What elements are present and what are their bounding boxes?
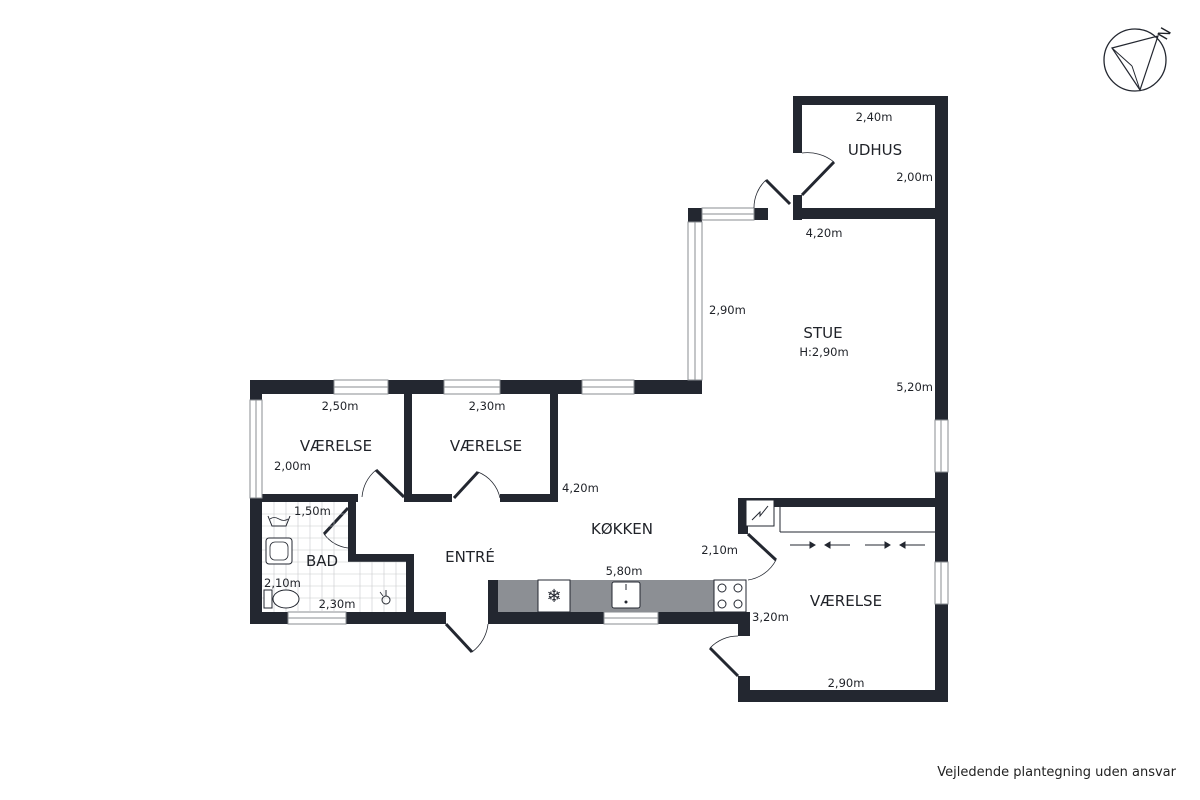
labels: UDHUS 2,40m 2,00m STUE H:2,90m 4,20m 2,9… <box>264 110 933 690</box>
wall-bad-right-lower <box>406 554 414 624</box>
dim-vaerelse-1-width: 2,50m <box>322 399 359 413</box>
dim-bad-bottom: 2,30m <box>319 597 356 611</box>
wall-vaerelse3-left-upper <box>738 498 748 534</box>
disclaimer-text: Vejledende plantegning uden ansvar <box>937 765 1176 780</box>
dim-koekken-right: 2,10m <box>701 543 738 557</box>
door-vaerelse3-lower <box>708 646 740 678</box>
room-label-udhus: UDHUS <box>848 141 902 159</box>
wall-vaerelse2-bottom-left <box>404 494 452 502</box>
room-label-vaerelse-2: VÆRELSE <box>450 437 522 455</box>
wall-west-top <box>250 380 262 400</box>
dim-vaerelse-1-depth: 2,00m <box>274 459 311 473</box>
wall-vaerelse1-bottom <box>262 494 358 502</box>
wall-north-1 <box>250 380 334 394</box>
dim-bad-left: 2,10m <box>264 576 301 590</box>
wardrobe <box>745 499 935 549</box>
shower-drain-icon <box>381 595 391 605</box>
door-bad <box>322 506 350 536</box>
walls <box>250 96 948 702</box>
wall-vaerelse-divider <box>404 394 412 502</box>
wall-south-1 <box>250 612 288 624</box>
wall-vaerelse3-left-mid <box>738 612 750 636</box>
dim-vaerelse-3-bottom: 2,90m <box>828 676 865 690</box>
room-label-vaerelse-3: VÆRELSE <box>810 592 882 610</box>
dim-koekken-counter: 5,80m <box>606 564 643 578</box>
wall-east-upper <box>935 96 948 420</box>
stue-ceiling-height: H:2,90m <box>799 345 848 359</box>
wall-vaerelse2-bottom-right <box>500 494 558 502</box>
stove-icon <box>713 579 747 613</box>
wall-north-4 <box>634 380 702 394</box>
compass-ring <box>1103 28 1167 92</box>
compass-needle-inner-2 <box>1131 65 1141 91</box>
sink-icon <box>611 581 641 609</box>
windows <box>249 207 949 625</box>
bathroom-fixtures <box>262 502 406 612</box>
dim-vaerelse-2-depth: 4,20m <box>562 481 599 495</box>
bad-sink-icon <box>265 537 293 565</box>
dim-stue-left: 2,90m <box>709 303 746 317</box>
room-label-entre: ENTRÉ <box>445 547 495 566</box>
dim-udhus-width: 2,40m <box>856 110 893 124</box>
wall-south-4 <box>658 612 750 624</box>
wall-udhus-bottom <box>793 208 943 219</box>
room-label-bad: BAD <box>306 552 338 570</box>
wall-stue-top-stub <box>754 208 768 220</box>
wall-vaerelse3-bottom <box>738 690 948 702</box>
room-label-koekken: KØKKEN <box>591 520 653 538</box>
wall-stue-corner <box>688 208 702 222</box>
dim-bad-top: 1,50m <box>294 504 331 518</box>
wall-vaerelse2-right <box>550 394 558 502</box>
wall-entry-right <box>488 580 498 624</box>
snowflake-icon: ❄ <box>546 586 561 607</box>
wall-south-3 <box>488 612 604 624</box>
freezer <box>537 579 571 613</box>
washing-machine-icon <box>267 515 291 527</box>
dim-stue-top: 4,20m <box>806 226 843 240</box>
compass-needle-icon <box>1111 35 1159 92</box>
wall-vaerelse3-top <box>738 498 948 507</box>
toilet-tank <box>263 589 273 609</box>
wall-north-3 <box>500 380 582 394</box>
dim-vaerelse-3-left: 3,20m <box>752 610 789 624</box>
door-vaerelse2 <box>452 470 480 500</box>
door-entre <box>444 622 474 654</box>
wall-north-2 <box>388 380 444 394</box>
dim-stue-right: 5,20m <box>896 380 933 394</box>
door-stue-outside <box>764 178 792 206</box>
kitchen-counter: ❄ <box>498 579 747 613</box>
toilet-icon <box>272 589 300 609</box>
compass-needle-inner <box>1111 47 1133 67</box>
doors <box>322 152 836 678</box>
wall-udhus-top <box>793 96 948 105</box>
sliding-door-arrows <box>790 541 925 549</box>
door-vaerelse1 <box>374 468 406 499</box>
wall-bad-top-step <box>348 554 414 562</box>
compass: N <box>1103 24 1175 92</box>
room-label-vaerelse-1: VÆRELSE <box>300 437 372 455</box>
wall-east-lower <box>935 604 948 702</box>
dim-vaerelse-2-width: 2,30m <box>469 399 506 413</box>
wall-udhus-left-upper <box>793 96 802 153</box>
dim-udhus-depth: 2,00m <box>896 170 933 184</box>
door-udhus <box>800 160 836 197</box>
wall-bad-right-upper <box>348 502 356 554</box>
door-vaerelse3 <box>746 532 778 562</box>
room-label-stue: STUE <box>803 324 842 342</box>
wall-south-2 <box>346 612 446 624</box>
wall-east-mid <box>935 472 948 562</box>
wall-west-bottom <box>250 498 262 624</box>
wall-udhus-left-lower <box>793 195 802 220</box>
